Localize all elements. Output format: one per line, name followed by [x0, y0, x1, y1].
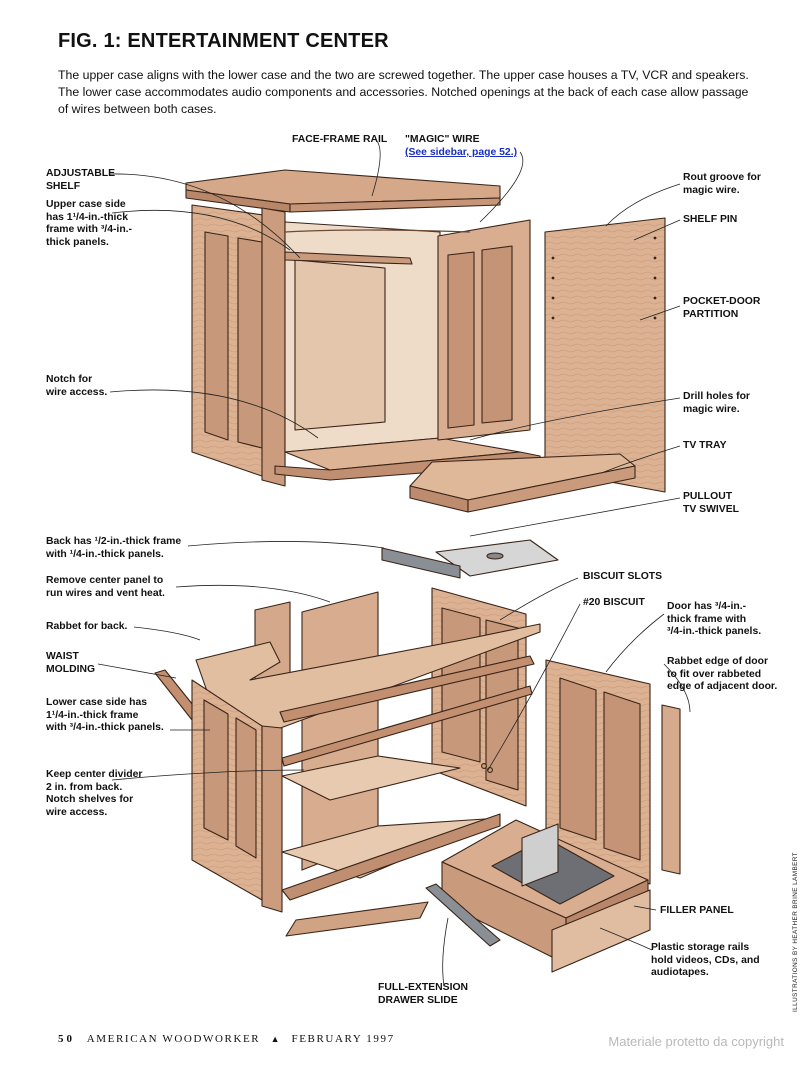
- magazine-name: AMERICAN WOODWORKER: [86, 1033, 261, 1045]
- label-filler-panel: FILLER PANEL: [660, 905, 734, 916]
- label-shelf-pin: SHELF PIN: [683, 214, 738, 225]
- sidebar-link[interactable]: (See sidebar, page 52.): [405, 147, 518, 158]
- drawer-slide: [425, 883, 501, 947]
- intro-line: The lower case accommodates audio compon…: [58, 85, 749, 99]
- illustration-credit: ILLUSTRATIONS BY HEATHER BRINE LAMBERT: [792, 852, 799, 1012]
- label-rabbet-back: Rabbet for back.: [46, 621, 128, 632]
- page-footer: 50 AMERICAN WOODWORKER ▲ FEBRUARY 1997: [58, 1033, 395, 1045]
- center-divider: [301, 591, 379, 871]
- figure-title: FIG. 1: ENTERTAINMENT CENTER: [58, 30, 389, 52]
- label-biscuit-slots: BISCUIT SLOTS: [583, 571, 663, 582]
- intro-text: The upper case aligns with the lower cas…: [58, 67, 770, 118]
- copyright-watermark: Materiale protetto da copyright: [608, 1034, 784, 1049]
- issue-date: FEBRUARY 1997: [291, 1033, 395, 1045]
- page-number: 50: [58, 1033, 75, 1045]
- intro-line: of wires between both cases.: [58, 102, 217, 116]
- triangle-icon: ▲: [270, 1034, 282, 1044]
- label-magic-wire: "MAGIC" WIRE: [405, 134, 480, 145]
- drawer: [441, 819, 651, 973]
- label-tv-tray: TV TRAY: [683, 440, 727, 451]
- upper-case: [185, 169, 541, 487]
- intro-line: The upper case aligns with the lower cas…: [58, 68, 749, 82]
- leader-lines: [97, 139, 691, 987]
- lower-case: [154, 587, 541, 937]
- pocket-door-partition: [544, 217, 666, 493]
- label-face-frame-rail: FACE-FRAME RAIL: [292, 134, 388, 145]
- adjustable-shelf: [284, 251, 413, 265]
- label-biscuit-20: #20 BISCUIT: [583, 597, 645, 608]
- filler-panel: [661, 704, 681, 875]
